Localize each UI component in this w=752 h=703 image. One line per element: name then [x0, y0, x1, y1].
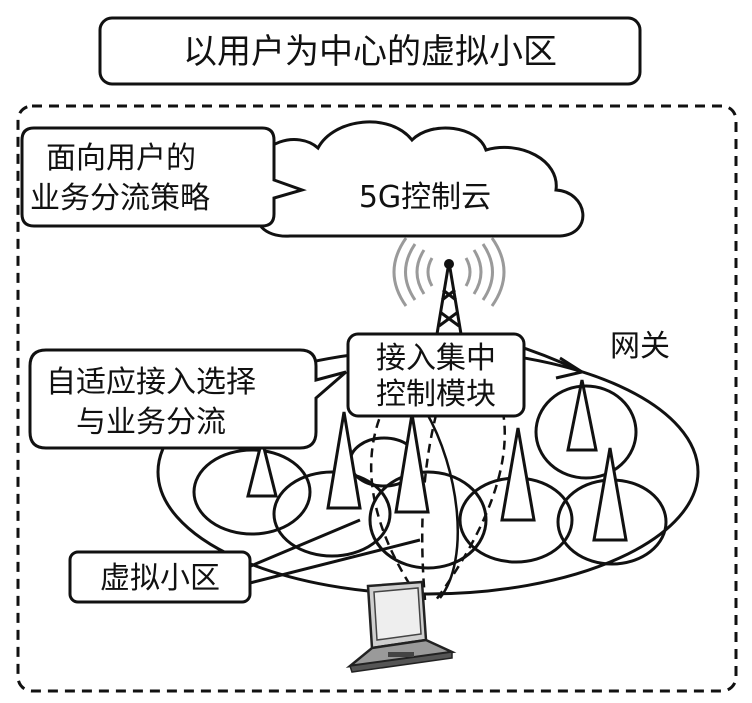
triangle-antenna-icon [246, 439, 278, 498]
cell-circle [272, 470, 392, 558]
adaptive-access-callout: 自适应接入选择 与业务分流 [28, 348, 347, 450]
cell-circle [192, 448, 312, 536]
adaptive-text-line1: 自适应接入选择 [46, 365, 256, 400]
antennas [246, 379, 628, 542]
cloud-icon: 5G控制云 [236, 120, 585, 238]
cell-circle [534, 384, 638, 480]
strategy-text-line2: 业务分流策略 [30, 181, 210, 216]
cell-circle [368, 470, 488, 570]
strategy-text-line1: 面向用户的 [46, 141, 196, 176]
cloud-label: 5G控制云 [359, 180, 491, 215]
virtual-cell-callout: 虚拟小区 [68, 518, 421, 604]
control-module-box: 接入集中 控制模块 [346, 332, 526, 418]
signal-beam-solid [423, 409, 460, 599]
triangle-antenna-icon [326, 411, 362, 510]
control-module-line2: 控制模块 [376, 377, 496, 412]
triangle-antenna-icon [566, 379, 598, 452]
diagram-title: 以用户为中心的虚拟小区 [183, 32, 557, 72]
gateway-label: 网关 [610, 329, 670, 364]
laptop-icon [345, 580, 457, 673]
virtual-cell-text: 虚拟小区 [100, 561, 220, 596]
adaptive-text-line2: 与业务分流 [76, 405, 226, 440]
triangle-antenna-icon [500, 427, 536, 522]
triangle-antenna-icon [394, 413, 430, 514]
control-module-line1: 接入集中 [376, 341, 496, 376]
strategy-callout: 面向用户的 业务分流策略 [20, 126, 307, 228]
outer-dashed-boundary [16, 104, 738, 693]
radio-tower-icon [392, 237, 506, 341]
title-box: 以用户为中心的虚拟小区 [98, 16, 642, 86]
cell-circles [192, 384, 668, 570]
triangle-antenna-icon [592, 447, 628, 542]
